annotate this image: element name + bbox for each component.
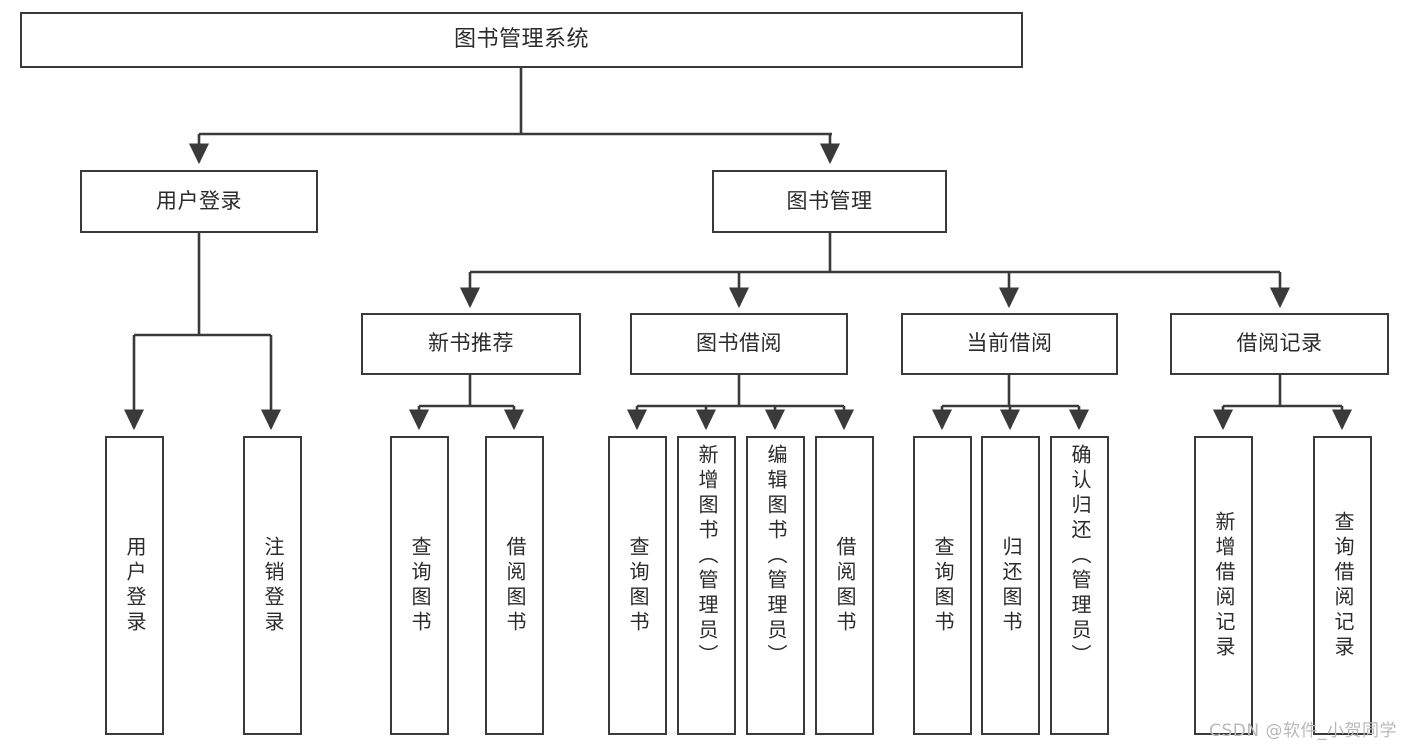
node-leaf-query-borrow-record[interactable]: 查询借阅记录	[1313, 436, 1372, 735]
node-borrow-record-label: 借阅记录	[1236, 331, 1323, 356]
node-leaf-borrow-book-2-label: 借阅图书	[833, 535, 857, 636]
node-new-book-recommend-label: 新书推荐	[428, 331, 514, 356]
node-leaf-return-book-label: 归还图书	[999, 535, 1023, 636]
node-leaf-confirm-return-admin-label: 确认归还（管理员）	[1068, 444, 1092, 669]
node-user-login-label: 用户登录	[156, 188, 242, 213]
node-book-management[interactable]: 图书管理	[712, 170, 947, 233]
node-leaf-edit-book-admin-label: 编辑图书（管理员）	[764, 444, 788, 669]
node-borrow-record[interactable]: 借阅记录	[1170, 313, 1389, 375]
node-leaf-query-borrow-record-label: 查询借阅记录	[1331, 510, 1355, 661]
node-current-borrow[interactable]: 当前借阅	[901, 313, 1118, 375]
node-book-borrow-label: 图书借阅	[696, 331, 782, 356]
node-user-login[interactable]: 用户登录	[80, 170, 318, 233]
node-book-borrow[interactable]: 图书借阅	[630, 313, 848, 375]
watermark-text: CSDN @软件_小贺同学	[1209, 721, 1397, 741]
node-leaf-edit-book-admin[interactable]: 编辑图书（管理员）	[746, 436, 805, 735]
node-leaf-add-borrow-record-label: 新增借阅记录	[1212, 510, 1236, 661]
node-leaf-return-book[interactable]: 归还图书	[981, 436, 1040, 735]
node-new-book-recommend[interactable]: 新书推荐	[361, 313, 581, 375]
node-leaf-user-login-label: 用户登录	[123, 535, 147, 636]
node-leaf-query-book-2[interactable]: 查询图书	[608, 436, 667, 735]
node-book-management-label: 图书管理	[786, 188, 873, 213]
node-leaf-borrow-book-2[interactable]: 借阅图书	[815, 436, 874, 735]
node-leaf-add-borrow-record[interactable]: 新增借阅记录	[1194, 436, 1253, 735]
node-leaf-borrow-book-1[interactable]: 借阅图书	[485, 436, 544, 735]
node-leaf-logout-login[interactable]: 注销登录	[243, 436, 302, 735]
node-leaf-logout-login-label: 注销登录	[261, 535, 285, 636]
node-leaf-add-book-admin-label: 新增图书（管理员）	[695, 444, 719, 669]
node-leaf-query-book-1-label: 查询图书	[408, 535, 432, 636]
node-leaf-query-book-2-label: 查询图书	[626, 535, 650, 636]
node-root-label: 图书管理系统	[453, 26, 589, 52]
node-current-borrow-label: 当前借阅	[966, 331, 1053, 356]
node-leaf-query-book-3-label: 查询图书	[931, 535, 955, 636]
node-leaf-borrow-book-1-label: 借阅图书	[503, 535, 527, 636]
node-leaf-confirm-return-admin[interactable]: 确认归还（管理员）	[1050, 436, 1109, 735]
node-leaf-add-book-admin[interactable]: 新增图书（管理员）	[677, 436, 736, 735]
node-leaf-query-book-3[interactable]: 查询图书	[913, 436, 972, 735]
node-leaf-query-book-1[interactable]: 查询图书	[390, 436, 449, 735]
node-leaf-user-login[interactable]: 用户登录	[105, 436, 164, 735]
node-root-book-management-system[interactable]: 图书管理系统	[20, 12, 1023, 68]
